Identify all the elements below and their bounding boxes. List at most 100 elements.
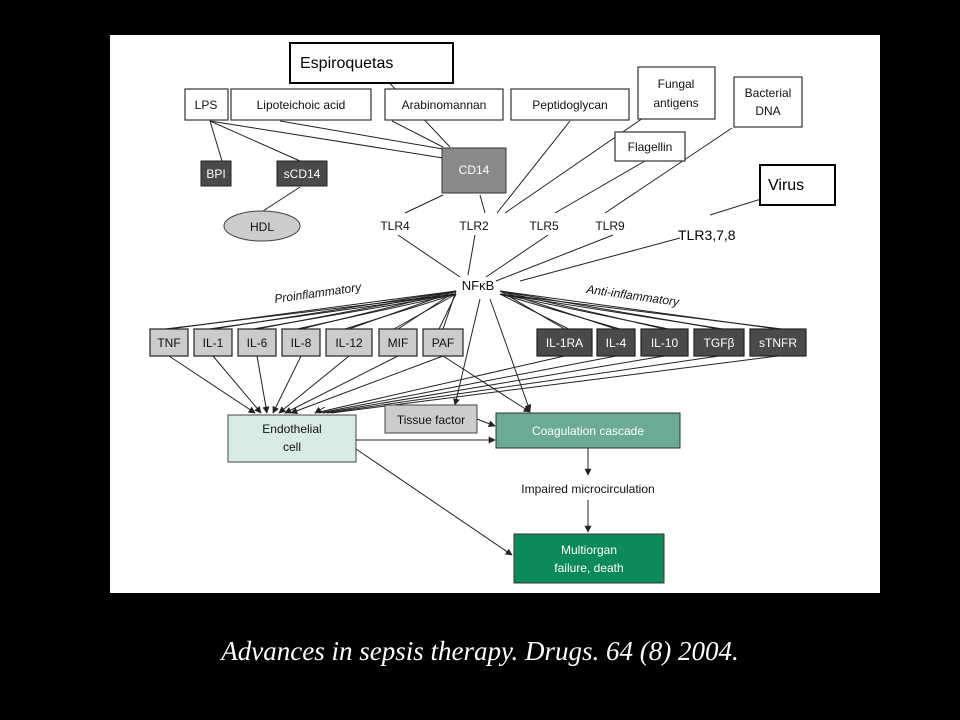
nfkb-to-tissue-factor: [453, 298, 481, 406]
arrow-pro-3: [272, 355, 302, 414]
arrow-anti-head: [314, 406, 326, 414]
pro-cytokine-box-6: [422, 328, 464, 357]
fan-line-pro-b-1: [208, 293, 457, 330]
anti-cytokine-label-1: IL-4: [606, 336, 627, 350]
multiorgan-label-line1: Multiorgan: [561, 543, 617, 557]
fan-line-pro-b-5: [393, 293, 457, 330]
tlr378-label: TLR3,7,8: [678, 227, 736, 243]
fan-line-anti-b-4: [499, 293, 783, 330]
pro-cytokine-label-3: IL-8: [291, 336, 312, 350]
anti-cytokine-box-0: [536, 328, 593, 357]
lipoteichoic-label: Lipoteichoic acid: [257, 98, 346, 112]
anti-cytokine-box-2: [640, 328, 689, 357]
fan-line-pro-b-2: [252, 293, 457, 330]
cd14-box: [441, 147, 507, 194]
arabinomannan-label: Arabinomannan: [402, 98, 487, 112]
nfkb-fan-lines: [164, 290, 783, 330]
effector-arrows: [168, 298, 779, 556]
bacterial-dna-label-line2: DNA: [755, 104, 780, 118]
endothelial-label-line1: Endothelial: [262, 422, 321, 436]
pro-cytokine-box-5: [378, 328, 418, 357]
anti-cytokine-box-3: [693, 328, 745, 357]
anti-cytokine-label-2: IL-10: [651, 336, 679, 350]
tlr-to-nfkb-lines: [397, 234, 614, 282]
bacterial-dna-box: [733, 76, 803, 128]
fan-line-pro-b-6: [438, 293, 457, 330]
arrow-pro-0: [168, 355, 256, 414]
hdl-label: HDL: [250, 220, 274, 234]
coagulation-label: Coagulation cascade: [532, 424, 644, 438]
lps-box: [184, 88, 229, 121]
nfkb-to-coagulation: [489, 298, 532, 412]
pro-cytokine-box-4: [325, 328, 373, 357]
lipoteichoic-box: [230, 88, 372, 121]
anti-cytokine-label-4: sTNFR: [759, 336, 797, 350]
arrow-anti-4: [330, 355, 779, 414]
tlr5-label: TLR5: [529, 219, 559, 233]
bacterial-dna-label-line1: Bacterial: [745, 86, 792, 100]
endothelial-label-line2: cell: [283, 440, 301, 454]
scd14-box: [276, 160, 328, 187]
anti-cytokine-label-0: IL-1RA: [546, 336, 583, 350]
pro-cytokine-label-5: MIF: [388, 336, 409, 350]
multiorgan-label-line2: failure, death: [554, 561, 623, 575]
nfkb-label: NFκB: [462, 278, 495, 293]
fan-line-anti-b-1: [499, 293, 621, 330]
citation-caption: Advances in sepsis therapy. Drugs. 64 (8…: [221, 636, 739, 666]
arrow-pro-6: [290, 355, 444, 415]
arrow-anti-1: [318, 355, 617, 414]
pro-cytokine-label-0: TNF: [157, 336, 180, 350]
pro-cytokine-label-1: IL-1: [203, 336, 224, 350]
arrow-pro-4: [278, 355, 350, 414]
pro-cytokine-box-0: [149, 328, 189, 357]
anti-cytokine-box-4: [749, 328, 807, 357]
arabinomannan-box: [384, 88, 504, 121]
endothelial-box: [227, 414, 357, 463]
anti-cytokine-label-3: TGFβ: [704, 336, 735, 350]
pro-cytokine-label-4: IL-12: [335, 336, 363, 350]
arrow-pro-1: [212, 355, 262, 414]
diagram-panel: Espiroquetas Virus TLR3,7,8 LPS Lipoteic…: [110, 35, 880, 593]
bpi-box: [200, 160, 232, 187]
flagellin-box: [614, 131, 686, 162]
fan-line-pro-4: [348, 290, 457, 330]
arrow-anti-2: [322, 355, 665, 414]
cd14-label: CD14: [459, 163, 490, 177]
pro-cytokine-label-2: IL-6: [247, 336, 268, 350]
pro-cytokine-box-3: [281, 328, 321, 357]
arrow-anti-0: [314, 355, 565, 414]
sepsis-pathway-diagram: Espiroquetas Virus TLR3,7,8 LPS Lipoteic…: [149, 42, 836, 584]
pro-cytokine-box-1: [193, 328, 233, 357]
fan-line-anti-b-3: [499, 293, 724, 330]
anti-cytokine-box-1: [596, 328, 636, 357]
pro-cytokine-label-6: PAF: [432, 336, 454, 350]
virus-label: Virus: [768, 177, 804, 194]
coagulation-box: [495, 412, 681, 449]
flagellin-label: Flagellin: [628, 140, 673, 154]
endothelial-to-multiorgan: [355, 448, 513, 556]
tissue-factor-label: Tissue factor: [397, 413, 465, 427]
fan-line-pro-b-3: [296, 293, 457, 330]
multiorgan-box: [513, 533, 665, 584]
hdl-ellipse: [223, 210, 301, 242]
arrow-anti-3: [326, 355, 720, 414]
tissue-factor-to-coagulation: [476, 418, 496, 427]
peptidoglycan-label: Peptidoglycan: [532, 98, 607, 112]
espiroquetas-label: Espiroquetas: [300, 55, 393, 72]
lps-label: LPS: [195, 98, 218, 112]
tissue-factor-box: [384, 404, 478, 434]
fan-line-anti-b-0: [499, 293, 569, 330]
proinflammatory-label: Proinflammatory: [273, 280, 362, 306]
tlr9-label: TLR9: [595, 219, 625, 233]
fungal-box: [637, 66, 716, 120]
pro-cytokine-box-2: [237, 328, 277, 357]
espiroquetas-box: Espiroquetas: [289, 42, 454, 84]
fan-line-pro-b-4: [344, 293, 457, 330]
paf-to-coagulation: [442, 355, 531, 413]
fungal-label-line1: Fungal: [658, 77, 695, 91]
peptidoglycan-box: [510, 88, 630, 121]
tlr2-label: TLR2: [459, 219, 489, 233]
arrow-pro-2: [256, 355, 270, 414]
arrow-pro-5: [284, 355, 399, 414]
bpi-label: BPI: [206, 167, 225, 181]
